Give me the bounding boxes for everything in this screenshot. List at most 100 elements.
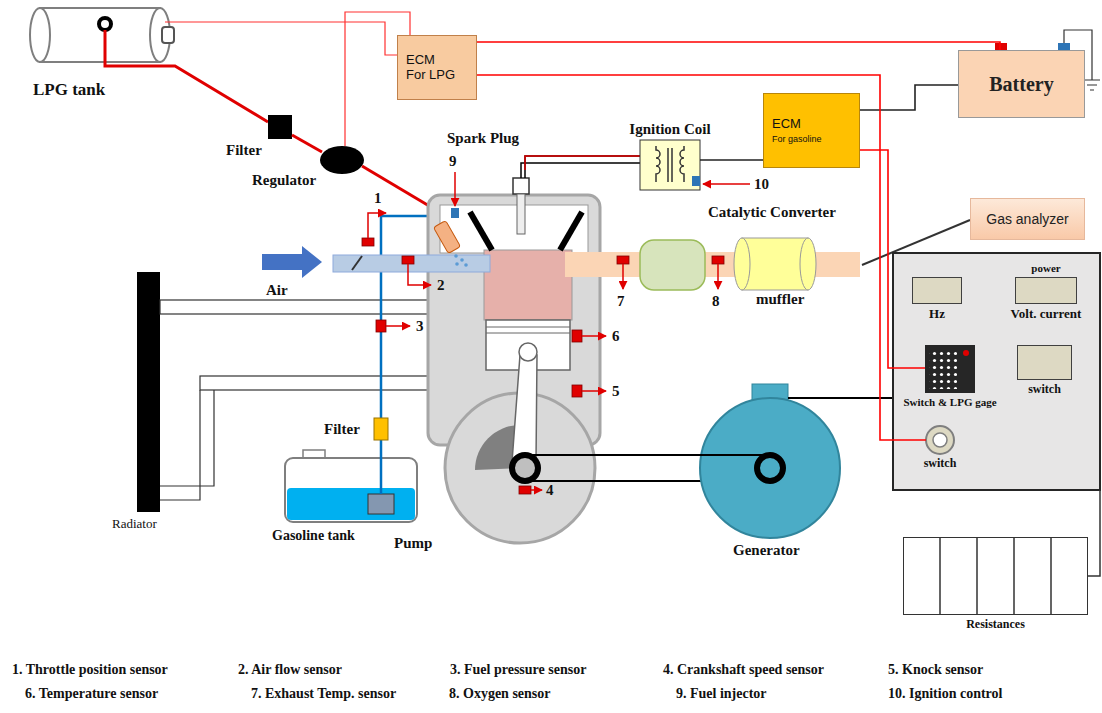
round-switch: [926, 426, 954, 454]
callout-number: 8: [712, 293, 720, 310]
knock-sensor: [572, 385, 582, 397]
gasoline-tank: [285, 458, 417, 522]
connecting-rod: [512, 355, 537, 462]
injector-connector: [451, 208, 459, 218]
volt-meter-shape: [1015, 277, 1077, 304]
spark-plug: [513, 178, 529, 194]
hv-lead: [521, 156, 640, 178]
part-label: Spark Plug: [447, 130, 519, 147]
wire: [860, 150, 925, 368]
callout-arrow: [582, 390, 606, 392]
callout-number: 10: [754, 176, 769, 193]
lpg-gage: Switch & LPG gage: [903, 345, 996, 409]
callout-arrow: [386, 325, 410, 327]
sensor-key: 9. Fuel injector: [676, 686, 767, 702]
intake-valve: [470, 212, 492, 250]
node-text: power: [1031, 262, 1060, 275]
crankshaft-sensor: [519, 486, 531, 494]
sensor-key: 7. Exhaust Temp. sensor: [251, 686, 396, 702]
gasoline: [287, 488, 415, 520]
crankshaft: [512, 455, 538, 481]
node-text: For gasoline: [772, 134, 822, 144]
throttle-plate: [352, 256, 362, 270]
cylinder-head: [440, 205, 588, 253]
resistor-divider: [940, 537, 1051, 615]
oxygen-sensor: [712, 256, 724, 264]
callout-number: 9: [449, 153, 457, 170]
sensor-key: 10. Ignition control: [888, 686, 1002, 702]
gage-lamp: [963, 350, 969, 356]
part-label: Regulator: [252, 172, 316, 189]
ecm-wire: [165, 12, 410, 146]
wrist-pin: [519, 343, 537, 361]
part-label: Catalytic Converter: [708, 204, 836, 221]
sensor-key: 5. Knock sensor: [888, 662, 983, 678]
generator: [700, 398, 840, 538]
callout-number: 2: [437, 277, 445, 294]
lpg-tank-end: [30, 8, 50, 62]
sensor-key: 4. Crankshaft speed sensor: [663, 662, 824, 678]
hz-meter: Hz: [912, 277, 962, 322]
node-text: ECM: [406, 53, 435, 68]
lpg-gage-face: [925, 345, 975, 393]
node-text: Battery: [989, 73, 1053, 96]
sensors: [362, 238, 724, 494]
battery-terminal: [995, 43, 1007, 50]
ignition-coil-body: [640, 140, 700, 190]
sensor-key: 8. Oxygen sensor: [449, 686, 551, 702]
node-text: Volt. current: [1011, 307, 1082, 322]
node-text: ECM: [772, 117, 801, 132]
tank-cap: [303, 450, 325, 458]
volt-meter: powerVolt. current: [1011, 262, 1082, 322]
part-label: Radiator: [112, 517, 157, 532]
fuel-pressure-sensor: [376, 320, 386, 332]
fuel-pump: [368, 494, 394, 514]
callout-arrow: [531, 489, 542, 491]
node-text: For LPG: [406, 68, 455, 83]
hv-lead: [525, 156, 640, 170]
spray-drop: [455, 262, 459, 266]
combustion-chamber: [484, 250, 572, 320]
lpg-gage-shape: [925, 345, 975, 393]
sensor-key: Gasoline tank: [272, 528, 355, 544]
gage-keys: [929, 349, 957, 389]
callout-number: 5: [612, 383, 620, 400]
sensor-key: 3. Fuel pressure sensor: [450, 662, 586, 678]
spray-drop: [460, 258, 464, 262]
battery-box: Battery: [958, 50, 1085, 118]
lpg-tank: [40, 8, 160, 62]
lpg-line: [105, 30, 268, 122]
part-label: Filter: [226, 142, 262, 159]
belt: [525, 454, 770, 456]
callout-number: 4: [546, 482, 554, 499]
wire: [860, 85, 958, 110]
ecm-box: ECM For gasoline: [763, 93, 860, 168]
node-text: switch: [924, 457, 957, 471]
part-label: Filter: [324, 421, 360, 438]
callout-arrow: [408, 264, 431, 285]
spray-drop: [464, 263, 468, 267]
muffler-end: [800, 238, 816, 290]
round-switch-knob: [933, 433, 947, 447]
lpg-line: [292, 135, 322, 152]
throttle-sensor: [362, 238, 374, 246]
ignition-coil-shape: [640, 140, 700, 190]
wire: [700, 159, 763, 161]
switch-box-shape: [1017, 345, 1072, 380]
node-text: Hz: [929, 307, 945, 322]
callout-number: 7: [617, 293, 625, 310]
air-flow-sensor: [402, 256, 414, 264]
sensor-key: 1. Throttle position sensor: [12, 662, 168, 678]
node-text: switch: [1028, 383, 1061, 397]
callout-arrow: [717, 264, 719, 289]
sensor-key: 2. Air flow sensor: [238, 662, 342, 678]
callout-arrow: [703, 183, 750, 185]
fuel-spray: [454, 254, 468, 267]
round-switch: switch: [924, 426, 957, 471]
air-arrow: [262, 246, 322, 278]
exhaust-valve: [560, 212, 582, 250]
part-label: Generator: [733, 542, 800, 559]
